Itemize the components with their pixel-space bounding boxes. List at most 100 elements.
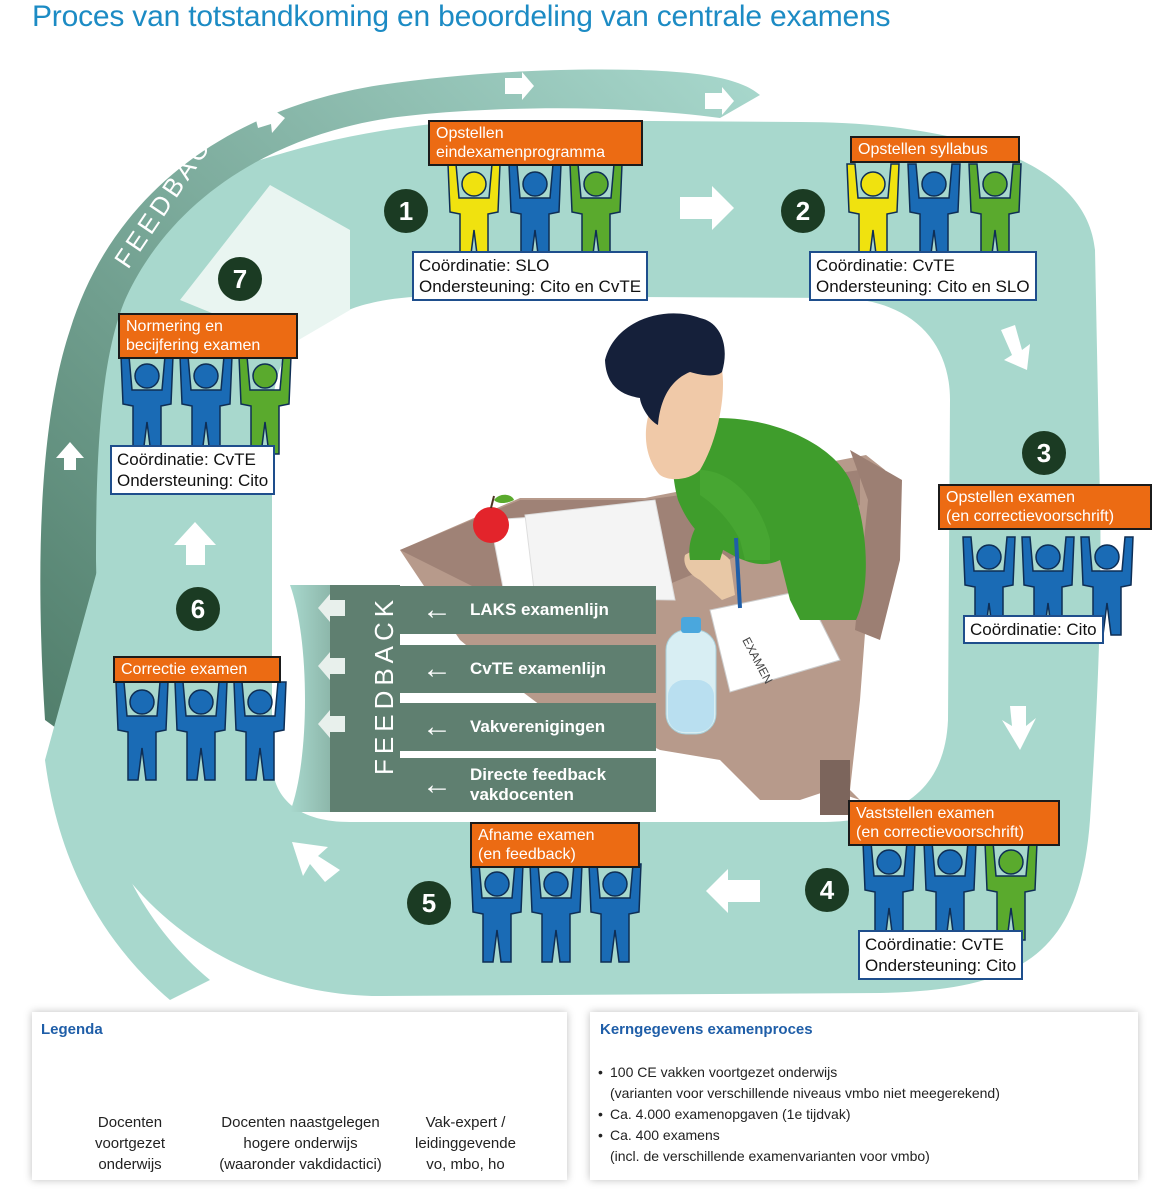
student-body xyxy=(673,418,866,620)
arrow-left-icon xyxy=(318,594,345,622)
feedback-item-vakdocenten: ← Directe feedback vakdocenten xyxy=(398,758,656,812)
arrow-left-icon xyxy=(706,869,760,913)
kerngegevens-list: 100 CE vakken voortgezet onderwijs (vari… xyxy=(598,1062,1000,1167)
step-1-person-green xyxy=(569,163,623,263)
step-3-info: Coördinatie: Cito xyxy=(963,615,1104,644)
step-7-person-blue xyxy=(120,355,174,455)
step-7-person-green xyxy=(238,355,292,455)
step-6-label: Correctie examen xyxy=(113,656,281,683)
step-2-label: Opstellen syllabus xyxy=(850,136,1020,163)
student-hand xyxy=(684,548,735,600)
step-1-number: 1 xyxy=(384,189,428,233)
step-3-person-blue xyxy=(1080,536,1134,636)
step-6-number: 6 xyxy=(176,587,220,631)
step-2-person-blue xyxy=(907,163,961,263)
arrow-upleft-icon xyxy=(292,842,340,882)
kerngegevens-item: 100 CE vakken voortgezet onderwijs (vari… xyxy=(598,1062,1000,1104)
page-title: Proces van totstandkoming en beoordeling… xyxy=(32,0,891,33)
step-1-info: Coördinatie: SLO Ondersteuning: Cito en … xyxy=(412,251,649,301)
feedback-band-tail xyxy=(45,560,210,1000)
step-4-person-blue xyxy=(923,841,977,941)
arrow-left-icon: ← xyxy=(422,768,452,801)
step-3-person-blue xyxy=(962,536,1016,636)
step-2-support: Ondersteuning: Cito en SLO xyxy=(816,277,1030,296)
apple-stem xyxy=(490,495,495,509)
paper xyxy=(524,499,676,601)
arrow-left-icon xyxy=(318,710,345,738)
arrow-upright-icon xyxy=(256,106,285,133)
step-4-coordination: Coördinatie: CvTE xyxy=(865,935,1004,954)
step-7-person-blue xyxy=(179,355,233,455)
step-5-person-blue xyxy=(529,863,583,963)
step-6-person-blue xyxy=(115,681,169,781)
legend-item-blue: Docenten voortgezet onderwijs xyxy=(94,1114,166,1173)
step-7-label: Normering en becijfering examen xyxy=(118,313,298,359)
step-4-person-green xyxy=(984,841,1038,941)
step-1-coordination: Coördinatie: SLO xyxy=(419,256,550,275)
step-7-support: Ondersteuning: Cito xyxy=(117,471,269,490)
apple-leaf xyxy=(494,494,514,503)
feedback-item-cvte: ← CvTE examenlijn xyxy=(398,645,656,693)
feedback-item-label: Vakverenigingen xyxy=(470,717,606,736)
arrow-right-icon xyxy=(505,72,534,100)
feedback-panel-dark xyxy=(330,585,400,812)
step-4-number: 4 xyxy=(805,868,849,912)
step-6-person-blue xyxy=(233,681,287,781)
step-1-person-yellow xyxy=(447,163,501,263)
step-3-person-blue xyxy=(1021,536,1075,636)
arrow-left-icon: ← xyxy=(422,710,452,743)
loop-shade xyxy=(180,185,350,345)
step-2-coordination: Coördinatie: CvTE xyxy=(816,256,955,275)
step-4-support: Ondersteuning: Cito xyxy=(865,956,1017,975)
step-2-person-green xyxy=(968,163,1022,263)
feedback-panel-label: FEEDBACK xyxy=(369,595,399,775)
step-7-number: 7 xyxy=(218,257,262,301)
feedback-item-vakverenigingen: ← Vakverenigingen xyxy=(398,703,656,751)
arrow-left-icon: ← xyxy=(422,593,452,626)
apple xyxy=(473,507,509,543)
step-3-coordination: Coördinatie: Cito xyxy=(970,620,1097,639)
kerngegevens-item: Ca. 4.000 examenopgaven (1e tijdvak) xyxy=(598,1104,1000,1125)
step-2-number: 2 xyxy=(781,189,825,233)
feedback-left-arrows xyxy=(318,594,345,738)
step-4-info: Coördinatie: CvTE Ondersteuning: Cito xyxy=(858,930,1024,980)
feedback-item-label: CvTE examenlijn xyxy=(470,659,607,678)
step-1-person-blue xyxy=(508,163,562,263)
arrow-right-icon xyxy=(705,87,734,115)
legend-item-yellow: Docenten naastgelegen hogere onderwijs (… xyxy=(219,1114,382,1173)
student-arm2 xyxy=(689,520,726,560)
arrow-up-icon xyxy=(56,442,84,470)
legend-box xyxy=(32,1012,567,1180)
loop-arrows xyxy=(56,72,1036,913)
step-1-support: Ondersteuning: Cito en CvTE xyxy=(419,277,642,296)
step-5-person-blue xyxy=(470,863,524,963)
student-hair xyxy=(605,313,725,425)
student-arm xyxy=(700,470,770,560)
step-2-info: Coördinatie: CvTE Ondersteuning: Cito en… xyxy=(809,251,1037,301)
kerngegevens-item: Ca. 400 examens (incl. de verschillende … xyxy=(598,1125,1000,1167)
step-3-label: Opstellen examen (en correctievoorschrif… xyxy=(938,484,1152,530)
step-7-coordination: Coördinatie: CvTE xyxy=(117,450,256,469)
step-5-number: 5 xyxy=(407,881,451,925)
arrow-up-icon xyxy=(174,522,216,565)
feedback-item-laks: ← LAKS examenlijn xyxy=(398,586,656,634)
pen xyxy=(734,537,742,609)
desk-leg xyxy=(820,760,850,815)
arrow-right-icon xyxy=(680,186,734,230)
step-2-person-yellow xyxy=(846,163,900,263)
step-3-number: 3 xyxy=(1022,431,1066,475)
arrow-down-icon xyxy=(1001,325,1030,370)
kerngegevens-title: Kerngegevens examenproces xyxy=(600,1021,813,1038)
bottle-water xyxy=(668,680,714,732)
step-6-person-blue xyxy=(174,681,228,781)
step-7-info: Coördinatie: CvTE Ondersteuning: Cito xyxy=(110,445,276,495)
feedback-item-label: LAKS examenlijn xyxy=(470,600,609,619)
legend-title: Legenda xyxy=(41,1021,103,1038)
step-4-label: Vaststellen examen (en correctievoorschr… xyxy=(848,800,1060,846)
step-1-label: Opstellen eindexamenprogramma xyxy=(428,120,643,166)
step-4-person-blue xyxy=(862,841,916,941)
legend-item-green: Vak-expert / leidinggevende vo, mbo, ho xyxy=(415,1114,516,1173)
arrow-left-icon: ← xyxy=(422,652,452,685)
arrow-down-icon xyxy=(1002,706,1036,750)
feedback-item-label: Directe feedback vakdocenten xyxy=(470,765,607,804)
